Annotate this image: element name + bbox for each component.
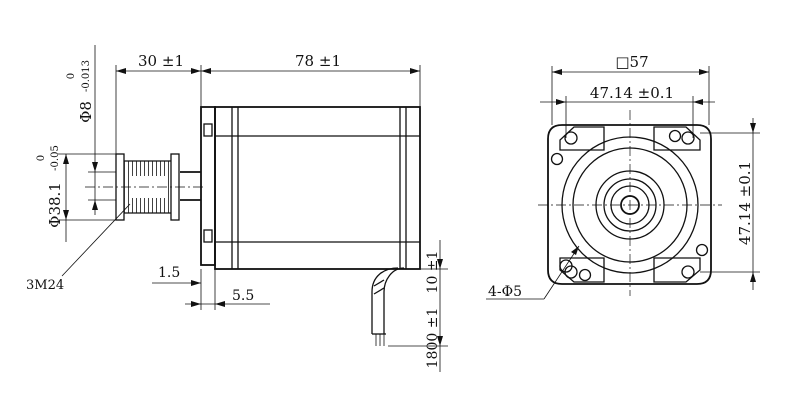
hole-spacing-h-label: 47.14 ±0.1 [590,84,674,102]
side-view: 30 ±1 78 ±1 0 -0.013 Φ8 [26,45,448,372]
dim-shaft-diameter: 0 -0.013 Φ8 [66,45,116,215]
pulley-tol-upper: 0 [36,155,47,161]
front-center-lines [538,110,722,296]
motor-cable [371,267,405,346]
cable-exit-label: 10 ±1 [425,251,441,294]
flange-outline [547,124,712,285]
timing-pulley [85,153,205,221]
pulley-length-label: 30 ±1 [138,52,184,70]
pulley-tol-lower: -0.05 [50,145,61,171]
pulley-diameter-label: Φ38.1 [46,182,64,228]
motor-body [200,106,421,270]
cable-length-label: 1800 ±1 [425,308,441,369]
body-length-label: 78 ±1 [295,52,341,70]
mounting-holes [550,129,709,282]
dim-boss-length: 5.5 [185,288,270,307]
mounting-holes-label: 4-Φ5 [488,284,522,300]
dim-cable-exit: 10 ±1 [400,240,448,300]
flange-thickness-label: 1.5 [158,265,180,281]
shaft-diameter-label: Φ8 [77,101,95,123]
dim-hole-spacing-horizontal: 47.14 ±0.1 [540,84,715,138]
dim-pulley-length: 30 ±1 [115,52,202,154]
pulley-type-label: 3M24 [26,278,64,293]
motor-shaft [180,171,201,201]
dim-pulley-diameter: 0 -0.05 Φ38.1 [36,145,116,242]
dim-cable-length: 1800 ±1 [388,300,448,372]
shaft-tol-upper: 0 [66,73,77,79]
boss-length-label: 5.5 [232,288,254,304]
hole-spacing-v-label: 47.14 ±0.1 [736,161,754,245]
dim-flange-thickness: 1.5 [152,265,216,310]
shaft-tol-lower: -0.013 [81,60,92,92]
front-view: □57 47.14 ±0.1 47.14 ±0.1 4-Φ5 [486,53,760,300]
frame-size-label: □57 [615,53,648,71]
dim-body-length: 78 ±1 [201,52,421,107]
dim-hole-spacing-vertical: 47.14 ±0.1 [700,118,760,290]
pulley-type-callout: 3M24 [26,203,131,293]
dim-frame-size: □57 [551,53,710,125]
mounting-holes-callout: 4-Φ5 [486,245,580,300]
